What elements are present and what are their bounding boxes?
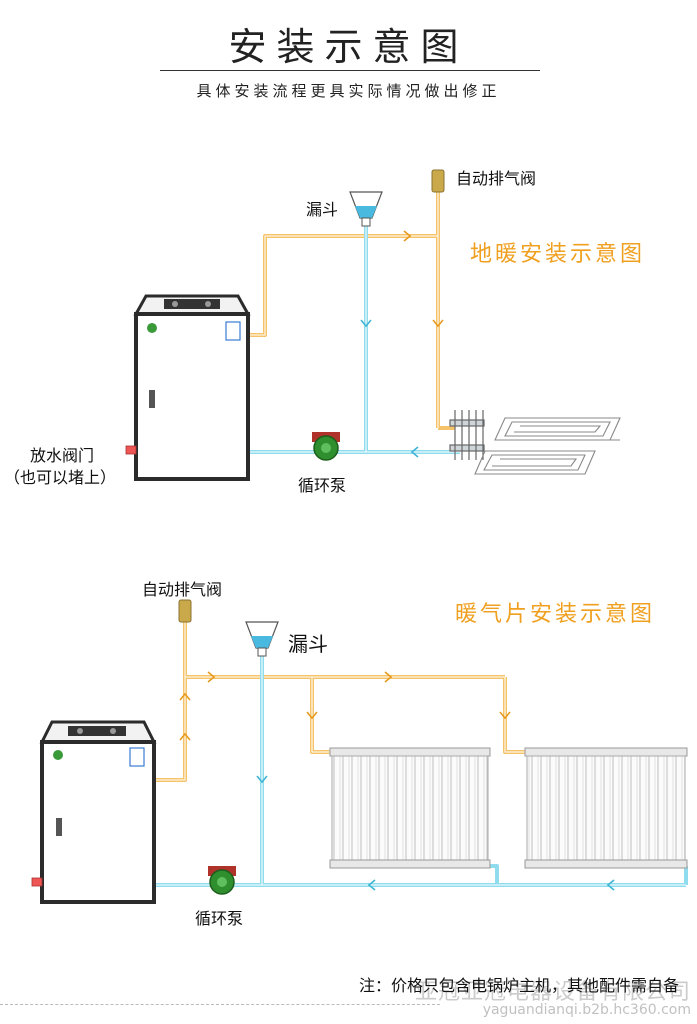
radiator-drain-valve-icon (31, 877, 43, 887)
floor-drain-valve-icon (125, 445, 137, 455)
page-subtitle: 具体安装流程更具实际情况做出修正 (196, 82, 501, 100)
radiator-pump-label: 循环泵 (195, 909, 244, 928)
floor-air-valve-icon (431, 169, 445, 193)
radiator-flow-arrows (179, 671, 615, 891)
floor-diagram-heading: 地暖安装示意图 (470, 242, 646, 267)
radiator-diagram-heading: 暖气片安装示意图 (455, 602, 656, 627)
watermark-url: yaguandianqi.b2b.hc360.com (482, 1002, 691, 1018)
watermark-company: 亚冠亚冠电器设备有限公司 (414, 980, 691, 1005)
floor-air-valve-label: 自动排气阀 (456, 169, 537, 188)
floor-heating-coils (474, 417, 621, 475)
radiator-boiler-icon (39, 720, 157, 904)
floor-return-pipes (248, 225, 460, 454)
footer-note: 注：价格只包含电锅炉主机，其他配件需自备 (358, 976, 679, 995)
floor-manifold-icon (449, 410, 485, 460)
radiator-air-valve-icon (178, 599, 192, 623)
floor-funnel-label: 漏斗 (306, 200, 339, 219)
radiator-diagram (31, 599, 688, 904)
floor-drain-valve-note: （也可以堵上） (4, 468, 117, 487)
footer-divider (0, 1004, 440, 1005)
radiator-panel-2 (524, 747, 688, 869)
page-title: 安装示意图 (228, 25, 469, 69)
radiator-funnel-label: 漏斗 (288, 632, 328, 656)
floor-supply-pipes (248, 190, 455, 430)
floor-flow-arrows (360, 230, 444, 458)
floor-funnel-icon (349, 191, 383, 227)
radiator-panel-1 (329, 747, 491, 869)
radiator-air-valve-label: 自动排气阀 (142, 580, 223, 599)
floor-heating-diagram (125, 169, 621, 481)
radiator-funnel-icon (245, 621, 279, 657)
radiator-pump-icon (208, 866, 236, 895)
floor-drain-valve-label: 放水阀门 (30, 446, 95, 465)
title-divider (160, 70, 540, 71)
floor-pump-label: 循环泵 (298, 476, 347, 495)
floor-boiler-icon (133, 294, 251, 481)
floor-pump-icon (312, 432, 340, 461)
